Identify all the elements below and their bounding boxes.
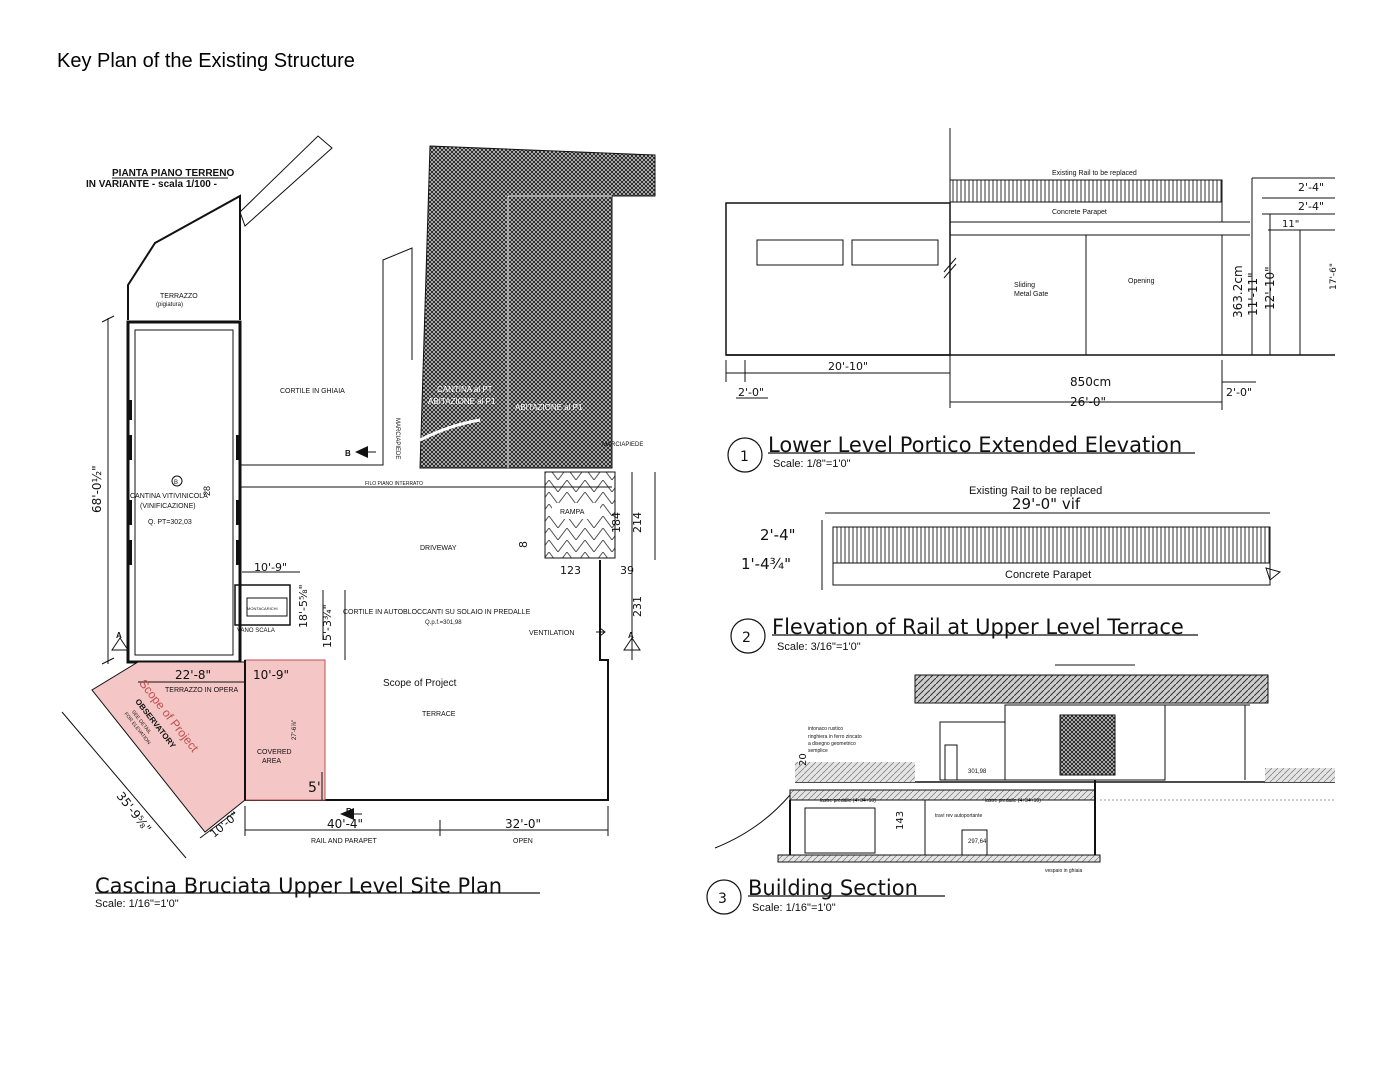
s3-travi: travi rev autoportante [935,813,982,819]
s3-ringhiera-2: a disegno geometrico [808,741,856,747]
label-scope-main: Scope of Project [383,678,457,689]
e1-dim-2-4b: 2'-4" [1298,200,1324,213]
label-circle-b: B [174,480,178,486]
s3-quota-2: 297,64 [968,839,987,845]
dim-214: 214 [631,512,644,533]
s3-number: 3 [718,891,727,907]
label-cortile-ghiaia: CORTILE IN GHIAIA [280,388,345,395]
s3-lastre-2: lastre predalle (4+34+10) [985,798,1041,804]
dim-184: 184 [610,512,623,533]
label-terrazzo: TERRAZZO [160,293,198,300]
e1-dim-2-0-right: 2'-0" [1226,386,1252,399]
label-abitazione: ABITAZIONE al P1 [515,403,583,412]
e2-dim-29: 29'-0" vif [1012,495,1081,513]
building-section: intonaco rustico ringhiera in ferro zinc… [706,664,1335,915]
e1-existing-rail: Existing Rail to be replaced [1052,170,1137,177]
label-abitazione-p1: ABITAZIONE al P1 [428,397,496,406]
label-montacarichi: MONTACARICHI [247,606,278,611]
dim-123: 123 [560,564,581,577]
s3-scale: Scale: 1/16"=1'0" [752,902,836,914]
e1-number: 1 [740,449,749,465]
label-cantina-viti: CANTINA VITIVINICOLA [130,493,208,500]
dim-27: 27'-6⅞" [292,720,298,740]
dim-22: 22'-8" [175,668,211,682]
label-filo-piano: FILO PIANO INTERRATO [365,481,423,487]
dim-231: 231 [631,596,644,617]
s3-dim-20: 20 [798,753,809,766]
dim-28: 28 [202,486,212,496]
label-cortile-auto: CORTILE IN AUTOBLOCCANTI SU SOLAIO IN PR… [343,609,531,616]
label-section-a-left: A [116,631,122,640]
e1-dim-12-10: 12'-10" [1263,266,1277,310]
dim-68: 68'-0½" [90,465,104,513]
label-quota-pt: Q. PT=302,03 [148,519,192,526]
elevation-1: Existing Rail to be replaced Concrete Pa… [725,128,1339,473]
label-rail-parapet: RAIL AND PARAPET [311,838,377,845]
site-plan-scale: Scale: 1/16"=1'0" [95,898,179,910]
dim-39: 39 [620,564,634,577]
label-terrazzo-opera: TERRAZZO IN OPERA [165,687,238,694]
label-ventilation: VENTILATION [529,630,574,637]
dim-5: 5' [308,780,321,796]
e2-number: 2 [742,630,751,646]
label-vinificazione: (VINIFICAZIONE) [140,503,196,510]
e2-scale: Scale: 3/16"=1'0" [777,641,861,653]
e2-concrete-parapet: Concrete Parapet [1005,569,1091,581]
label-section-a-right: A [628,631,634,640]
site-plan-header-2: IN VARIANTE - scala 1/100 - [86,179,217,190]
e1-sliding-1: Sliding [1014,282,1035,289]
label-covered-1: COVERED [257,749,292,756]
s3-quota-1: 301,98 [968,769,987,775]
sheet-title: Key Plan of the Existing Structure [57,50,355,72]
label-covered-2: AREA [262,758,281,765]
e1-dim-2-4a: 2'-4" [1298,181,1324,194]
s3-ringhiera-3: semplice [808,748,828,754]
dim-10-9-bot: 10'-9" [253,668,289,682]
e1-dim-26: 26'-0" [1070,395,1106,409]
site-plan-caption: Cascina Bruciata Upper Level Site Plan [95,874,502,898]
e1-opening: Opening [1128,278,1155,285]
label-marciapiede-v: MARCIAPIEDE [394,418,400,459]
e1-dim-17: 17'-6" [1329,263,1339,290]
s3-dim-143: 143 [895,811,906,830]
label-cantina-pt: CANTINA al PT [437,385,493,394]
label-terrazzo-sub: (pigiatura) [156,302,183,308]
e1-concrete-parapet: Concrete Parapet [1052,209,1107,216]
site-plan: PIANTA PIANO TERRENO IN VARIANTE - scala… [61,135,656,910]
s3-ringhiera-1: ringhiera in ferro zincato [808,734,862,740]
label-section-b-top: B [345,449,351,458]
label-vano-scala: VANO SCALA [237,628,275,634]
dim-32: 32'-0" [505,817,541,831]
e2-dim-1-4: 1'-4¾" [741,555,791,573]
s3-lastre-1: lastre predalle (4+34+10) [820,798,876,804]
e1-sliding-2: Metal Gate [1014,291,1048,298]
dim-8: 8 [517,541,530,548]
e1-dim-2-0-left: 2'-0" [738,386,764,399]
label-terrace: TERRACE [422,711,456,718]
site-plan-header-1: PIANTA PIANO TERRENO [112,168,234,179]
label-open: OPEN [513,838,533,845]
label-section-b-bottom: B [346,807,352,816]
label-rampa: RAMPA [560,509,585,516]
s3-vespaio: vespaio in ghiaia [1045,868,1082,874]
e1-dim-11-11: 11'-11" [1246,272,1260,316]
elevation-2: Existing Rail to be replaced 29'-0" vif … [730,485,1282,654]
e1-scale: Scale: 1/8"=1'0" [773,458,851,470]
dim-18: 18'-5⅝" [297,584,310,628]
e1-dim-20-10: 20'-10" [828,360,868,373]
label-driveway: DRIVEWAY [420,545,457,552]
label-marciapiede: MARCIAPIEDE [602,442,643,448]
e2-dim-2-4: 2'-4" [760,526,796,544]
e1-dim-850: 850cm [1070,375,1111,389]
dim-15: 15'-3¾" [321,604,334,648]
e1-dim-363: 363.2cm [1231,265,1245,318]
e2-existing-rail: Existing Rail to be replaced [969,485,1102,497]
s3-intonaco: intonaco rustico [808,726,843,732]
e1-dim-11: 11" [1282,219,1299,230]
label-qpf: Q.p.f.=301,98 [425,620,462,626]
dim-40: 40'-4" [327,817,363,831]
dim-10-9-top: 10'-9" [254,561,287,574]
